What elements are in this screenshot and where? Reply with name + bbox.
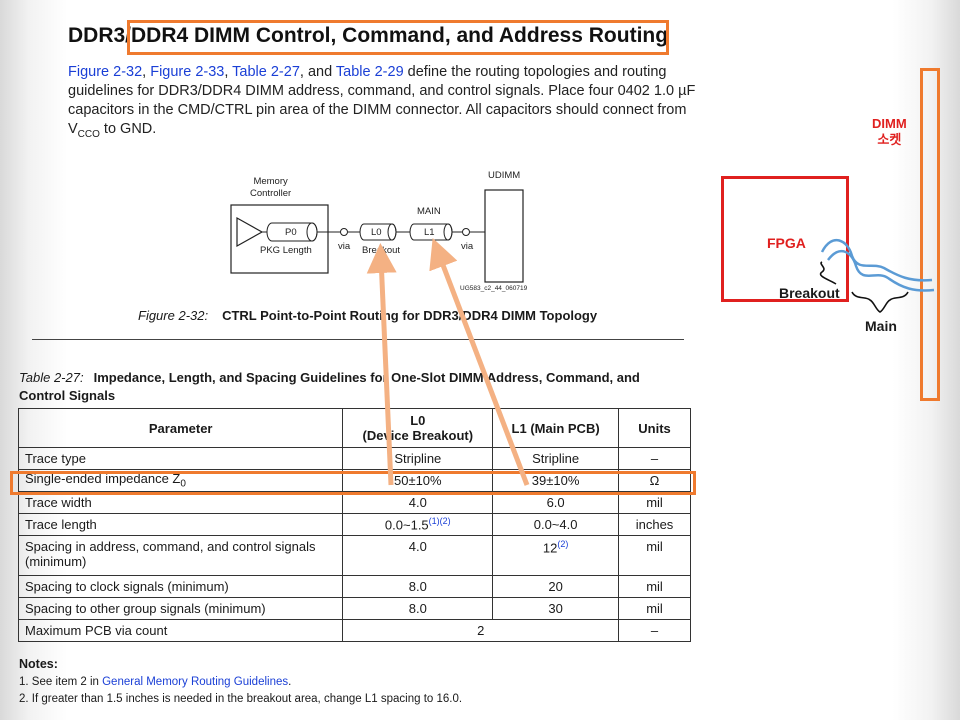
page-title: DDR3/DDR4 DIMM Control, Command, and Add… — [68, 24, 669, 47]
note-2: 2. If greater than 1.5 inches is needed … — [19, 693, 463, 705]
annotation-main-label: Main — [865, 318, 897, 334]
general-routing-guidelines-link[interactable]: General Memory Routing Guidelines — [102, 676, 289, 688]
table-row: Maximum PCB via count 2 – — [17, 619, 691, 642]
via-2-label: via — [461, 241, 474, 252]
p0-label: P0 — [285, 227, 297, 238]
header-units: Units — [618, 408, 691, 448]
l1-label: L1 — [424, 227, 435, 238]
header-l1: L1 (Main PCB) — [492, 408, 620, 448]
trace-wave-2 — [827, 249, 935, 292]
via-1-label: via — [338, 241, 351, 252]
section-divider — [32, 339, 684, 340]
arrow-to-l1 — [429, 237, 530, 486]
annotation-breakout-label: Breakout — [779, 285, 840, 301]
main-label: MAIN — [417, 206, 441, 217]
via-1-icon — [340, 228, 348, 236]
breakout-brace — [819, 261, 837, 285]
note-1: 1. See item 2 in General Memory Routing … — [19, 676, 292, 688]
footnote-ref-link[interactable]: (2) — [557, 539, 569, 549]
table-row: Spacing in address, command, and control… — [17, 535, 691, 576]
intro-paragraph: Figure 2-32, Figure 2-33, Table 2-27, an… — [68, 64, 696, 140]
footnote-ref-link[interactable]: (1)(2) — [428, 516, 451, 527]
l0-label: L0 — [371, 227, 382, 238]
driver-triangle-icon — [236, 216, 264, 248]
arrow-to-l0 — [366, 243, 397, 486]
memory-controller-label: Memory Controller — [250, 176, 292, 199]
impedance-row-highlight — [10, 471, 696, 495]
notes-title: Notes: — [19, 657, 58, 671]
title-highlight-box — [127, 20, 669, 55]
link-table-2-29[interactable]: Table 2-29 — [335, 64, 404, 80]
link-figure-2-32[interactable]: Figure 2-32 — [68, 64, 143, 80]
table-row: Trace length 0.0~1.5(1)(2) 0.0~4.0 inche… — [17, 513, 691, 536]
pkg-length-label: PKG Length — [260, 245, 312, 256]
table-header-row: Parameter L0(Device Breakout) L1 (Main P… — [17, 408, 691, 448]
main-brace — [851, 291, 909, 313]
link-table-2-27[interactable]: Table 2-27 — [232, 64, 300, 80]
fpga-label: FPGA — [767, 235, 806, 251]
trace-wave-1 — [820, 239, 933, 282]
via-2-icon — [462, 228, 470, 236]
udimm-box — [484, 189, 524, 283]
udimm-label: UDIMM — [488, 170, 521, 181]
fpga-box — [721, 176, 849, 302]
figure-id: UG583_c2_44_060719 — [460, 285, 528, 292]
figure-caption: Figure 2-32:CTRL Point-to-Point Routing … — [138, 308, 598, 323]
guidelines-table: Parameter L0(Device Breakout) L1 (Main P… — [17, 408, 691, 642]
table-row: Spacing to clock signals (minimum) 8.0 2… — [17, 575, 691, 598]
table-row: Trace type Stripline Stripline – — [17, 447, 691, 470]
table-caption: Table 2-27:Impedance, Length, and Spacin… — [19, 370, 640, 403]
link-figure-2-33[interactable]: Figure 2-33 — [150, 64, 225, 80]
header-parameter: Parameter — [17, 408, 344, 448]
dimm-socket-bar — [920, 68, 940, 401]
